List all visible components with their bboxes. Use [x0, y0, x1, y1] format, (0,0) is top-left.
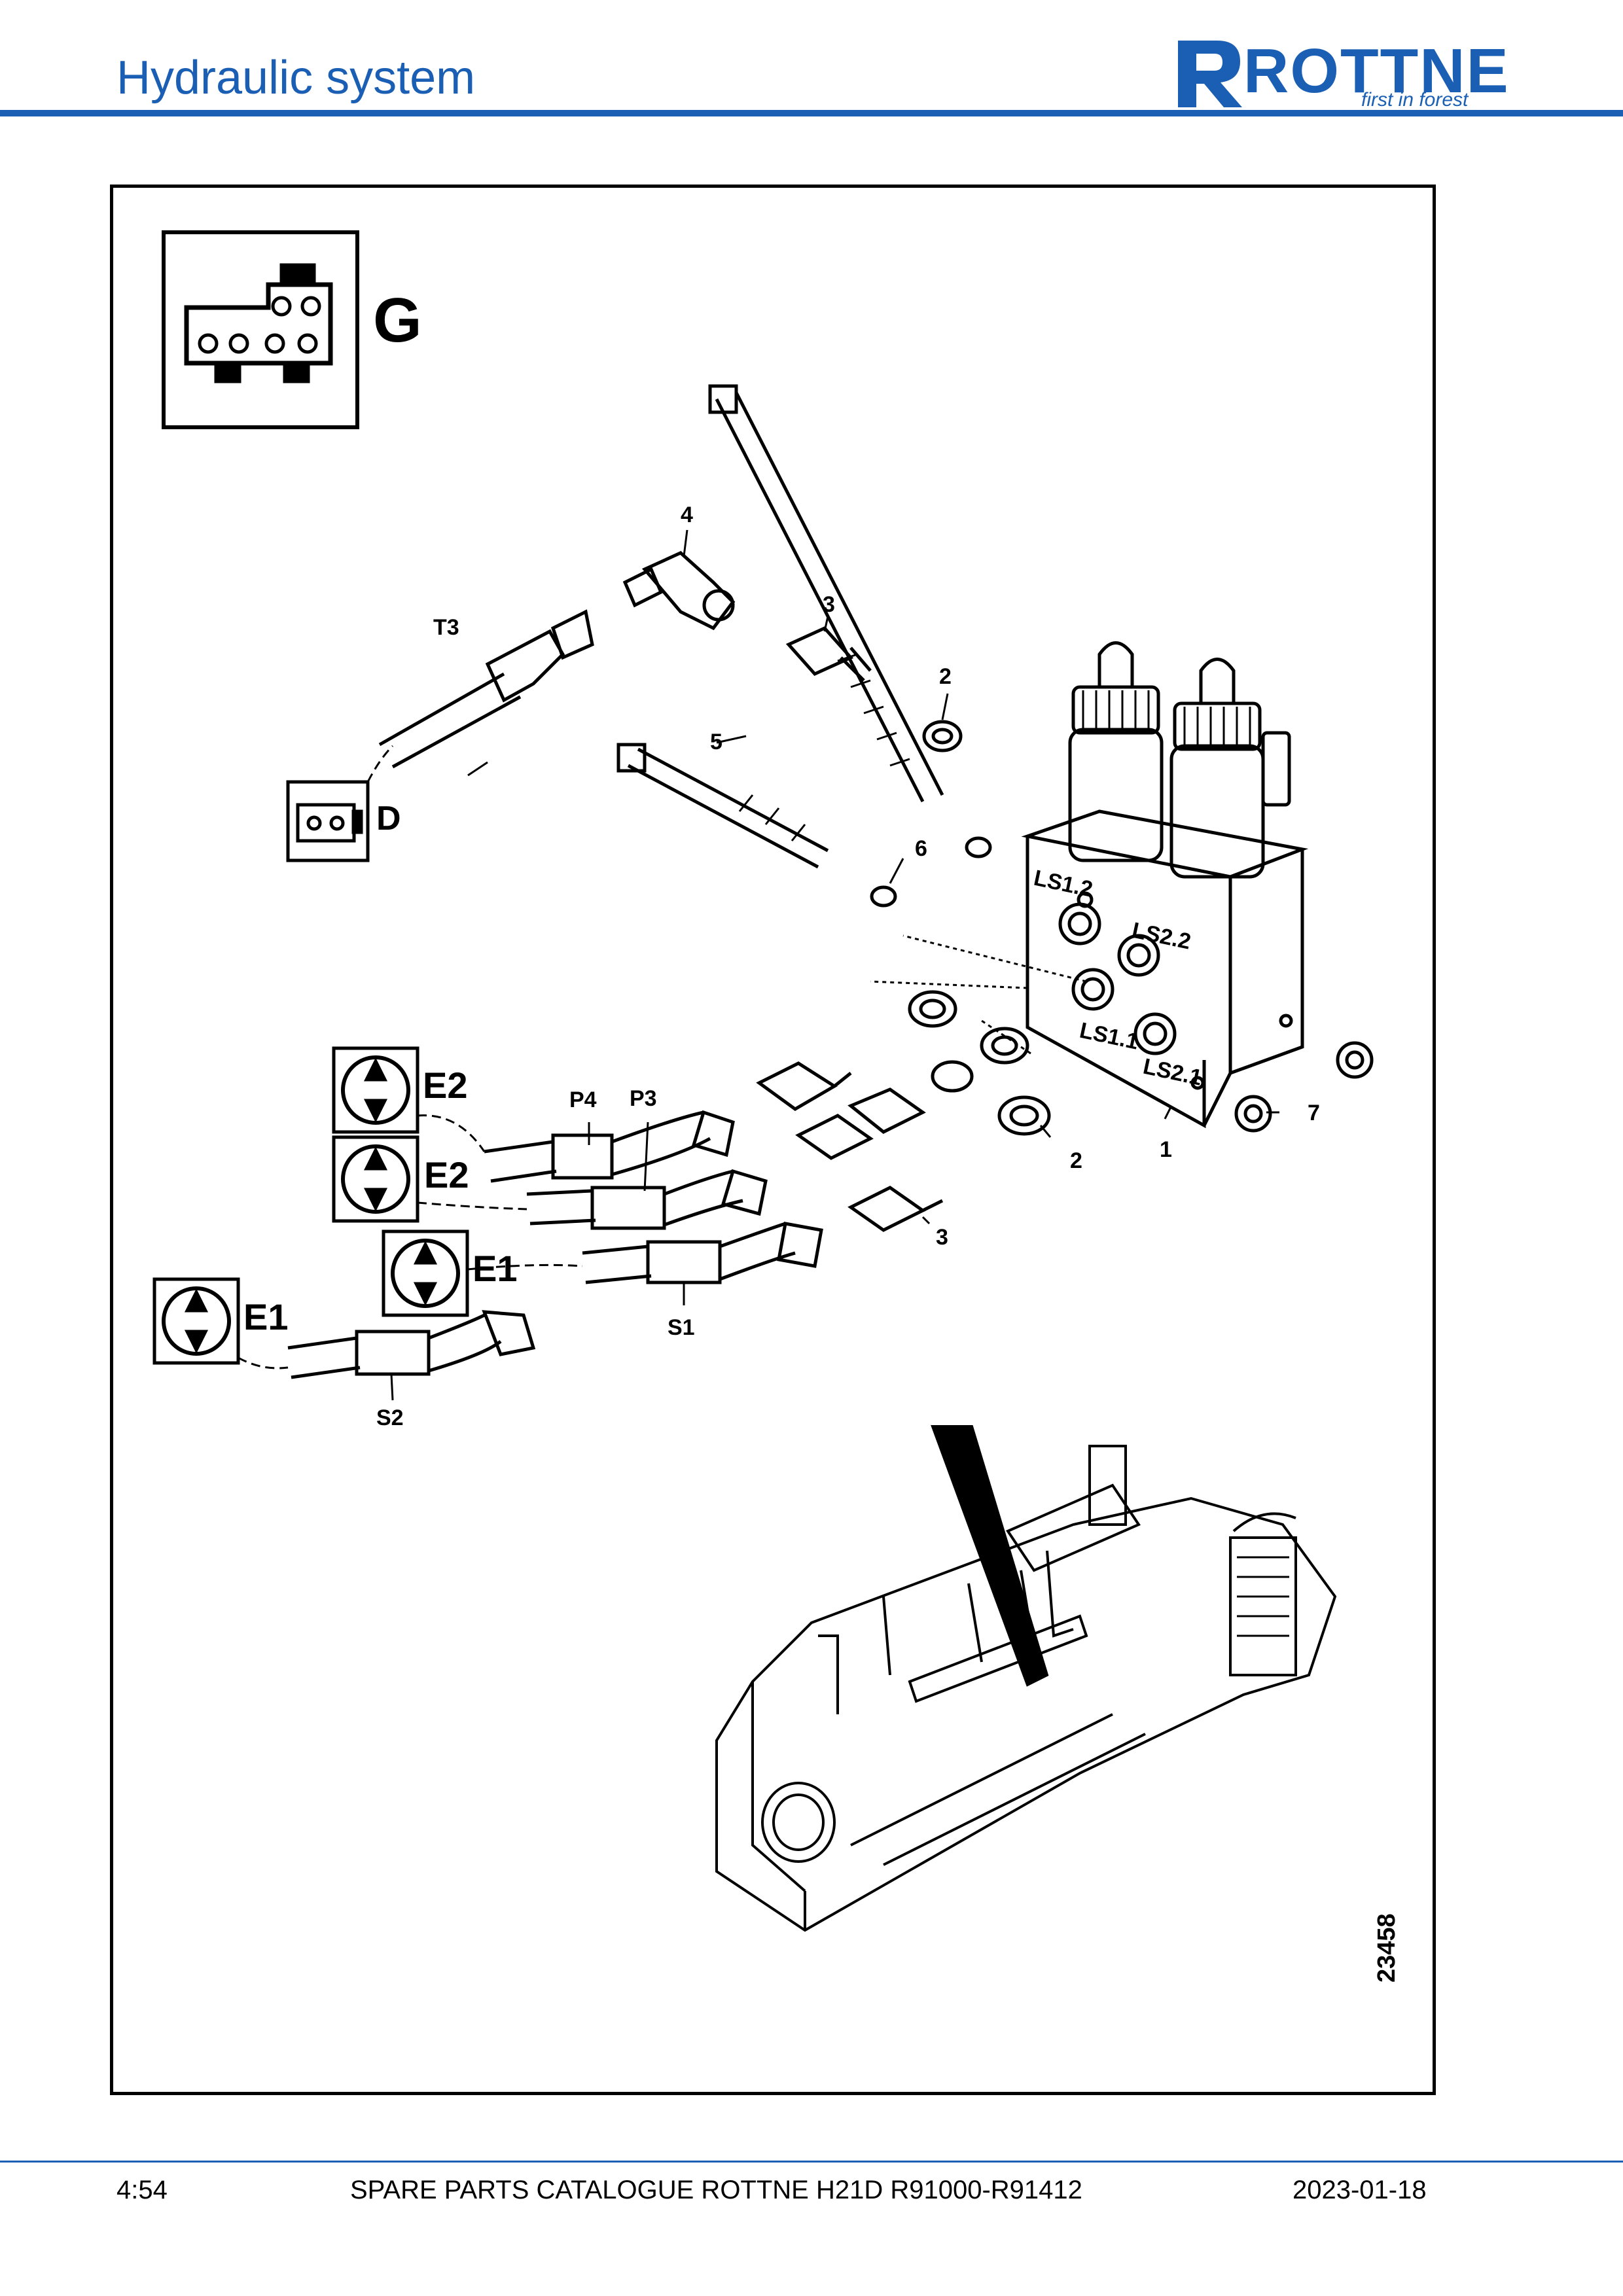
- callout-2-top: 2: [939, 664, 952, 689]
- port-label-ls11: LS1.1: [1077, 1018, 1141, 1055]
- bolt-upper: [708, 384, 944, 803]
- logo-wordmark: ROTTNE: [1243, 36, 1510, 106]
- hose-label-t3: T3: [433, 615, 459, 640]
- machine-locator-drawing: [715, 1425, 1337, 1932]
- hose-label-s2: S2: [376, 1405, 404, 1430]
- hose-label-s1: S1: [668, 1315, 695, 1340]
- port-label-ls12: LS1.2: [1031, 866, 1095, 902]
- washers-ports: [908, 990, 1029, 1093]
- hose-s1: [582, 1222, 823, 1284]
- valve-label-e2-top: E2: [423, 1065, 468, 1106]
- header-divider: [0, 110, 1623, 116]
- rottne-emblem-icon: [1178, 41, 1242, 107]
- hose-s2: [287, 1310, 536, 1379]
- elbow-fitting-4: [622, 551, 736, 631]
- hose-p4: [484, 1110, 735, 1183]
- callout-2-bottom: 2: [1070, 1148, 1082, 1173]
- hose-label-p4: P4: [569, 1087, 597, 1112]
- callout-4: 4: [681, 503, 693, 527]
- callout-1: 1: [1160, 1137, 1172, 1162]
- callout-3-bottom: 3: [936, 1225, 948, 1250]
- callout-6: 6: [915, 836, 927, 861]
- valve-label-e1-bottom: E1: [243, 1296, 289, 1337]
- valve-block: [1021, 809, 1309, 1129]
- port-label-ls22: LS2.2: [1130, 918, 1193, 955]
- valve-label-e2-bottom: E2: [424, 1154, 469, 1195]
- valve-symbol-e1-bottom: [152, 1277, 240, 1365]
- adapter-fitting-3-top: [785, 626, 872, 682]
- dashed-leaders: [238, 745, 583, 1369]
- washer-2-top: [922, 720, 963, 752]
- footer-page-number: 4:54: [116, 2176, 168, 2204]
- figure-frame: [110, 185, 1436, 2095]
- bolt-lower: [616, 743, 829, 869]
- page-title: Hydraulic system: [116, 52, 476, 104]
- valve-symbol-e2-top: [332, 1046, 419, 1134]
- callout-5: 5: [710, 730, 722, 754]
- hose-p3: [526, 1169, 768, 1230]
- solenoid-right: [1169, 658, 1291, 879]
- connector-d-symbol: [286, 780, 370, 862]
- hose-t3: [378, 609, 594, 769]
- port-label-ls21: LS2.1: [1141, 1054, 1204, 1091]
- adapter-fittings-lower: [756, 1061, 944, 1232]
- footer-catalogue-title: SPARE PARTS CATALOGUE ROTTNE H21D R91000…: [350, 2176, 1082, 2204]
- solenoid-left: [1068, 641, 1164, 862]
- valve-label-e1-top: E1: [473, 1248, 518, 1289]
- valve-symbol-e2-bottom: [332, 1135, 419, 1223]
- callout-7: 7: [1308, 1101, 1320, 1125]
- connector-g-symbol: [162, 230, 359, 429]
- washer-2-bottom: [997, 1095, 1051, 1136]
- connector-d-label: D: [376, 800, 401, 838]
- figure-number: 23458: [1373, 1913, 1400, 1983]
- hose-label-p3: P3: [630, 1086, 657, 1111]
- callout-leaders: [390, 529, 1279, 1401]
- logo-tagline: first in forest: [1361, 89, 1469, 111]
- washer-6a: [965, 836, 992, 858]
- footer-date: 2023-01-18: [1293, 2176, 1427, 2204]
- nut-7-right: [1336, 1041, 1374, 1079]
- washer-6b: [870, 885, 897, 908]
- nut-7-left: [1234, 1095, 1272, 1133]
- rottne-logo: ROTTNE first in forest: [1171, 34, 1525, 113]
- connector-g-label: G: [373, 285, 422, 355]
- callout-3-top: 3: [823, 592, 835, 617]
- valve-symbol-e1-top: [382, 1229, 469, 1317]
- footer-divider: [0, 2161, 1623, 2163]
